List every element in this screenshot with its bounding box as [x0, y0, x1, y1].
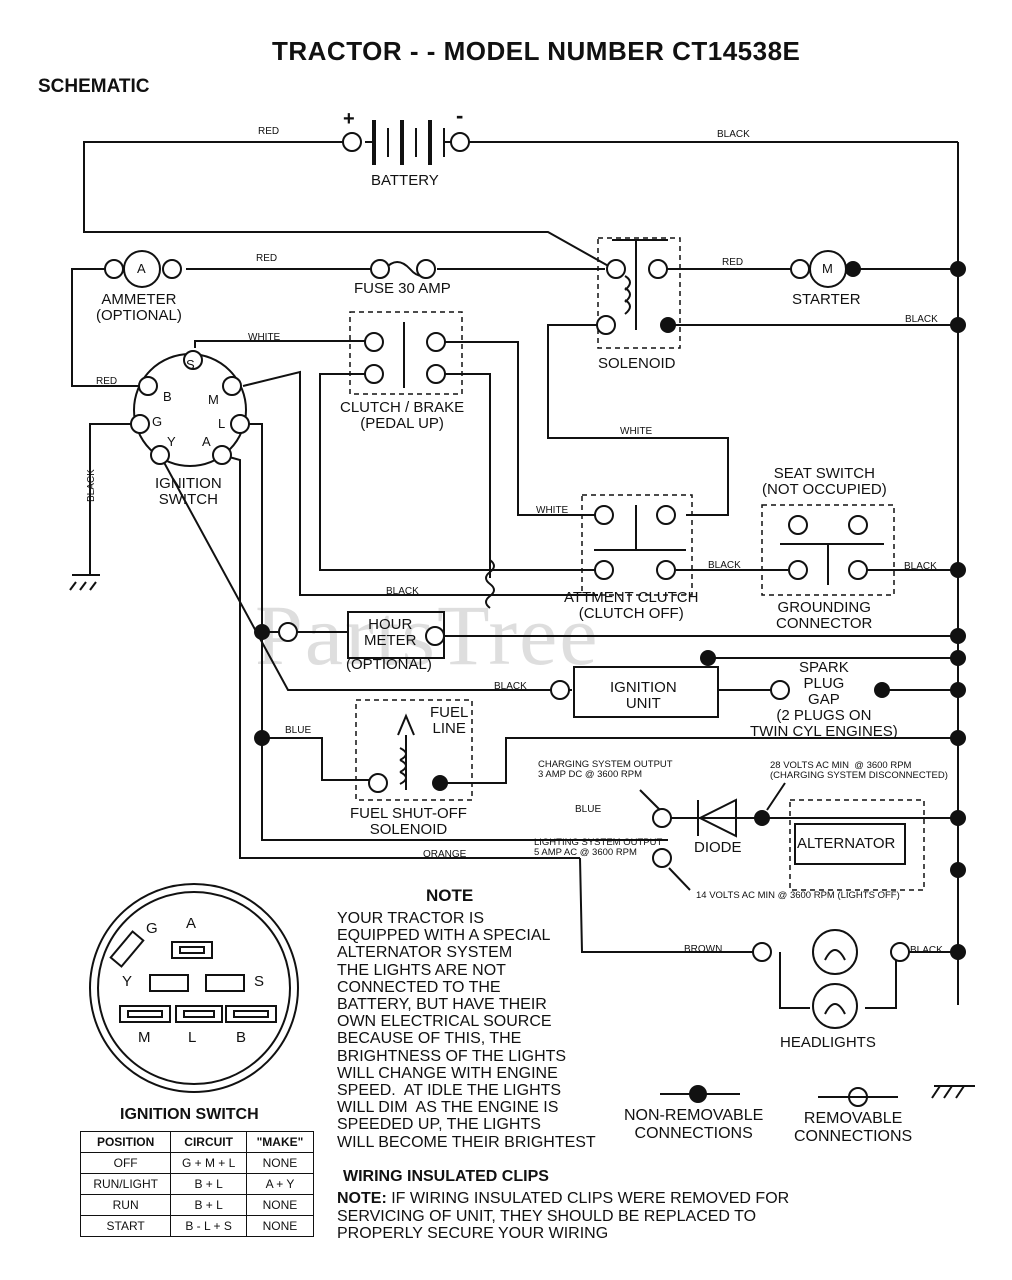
pin-m: M: [208, 392, 219, 407]
clips-note-label: NOTE:: [337, 1190, 387, 1207]
cell-circuit: B - L + S: [170, 1215, 247, 1237]
cell-position: START: [79, 1215, 172, 1237]
cell-make: NONE: [245, 1152, 315, 1174]
diode-label: DIODE: [694, 839, 742, 856]
table-row: START B - L + S NONE: [79, 1215, 315, 1237]
battery-plus: +: [343, 108, 355, 130]
pin-a: A: [202, 434, 211, 449]
note-heading: NOTE: [426, 886, 474, 905]
wire-black-gnd: BLACK: [86, 469, 97, 502]
plug-label-y: Y: [122, 973, 133, 990]
wire-brown: BROWN: [684, 944, 723, 955]
cell-make: NONE: [245, 1215, 315, 1237]
wire-white-top: WHITE: [248, 332, 281, 343]
battery-minus: -: [456, 103, 464, 128]
lighting-output-note: LIGHTING SYSTEM OUTPUT 5 AMP AC @ 3600 R…: [534, 837, 663, 858]
wire-blue-chg: BLUE: [575, 804, 602, 815]
cell-position: OFF: [79, 1152, 172, 1174]
battery-label: BATTERY: [371, 172, 439, 189]
cell-make: NONE: [245, 1194, 315, 1216]
wire-black-low: BLACK: [386, 586, 419, 597]
header-circuit: CIRCUIT: [170, 1131, 247, 1153]
header-position: POSITION: [79, 1131, 172, 1153]
pin-y: Y: [167, 434, 176, 449]
charging-output-note: CHARGING SYSTEM OUTPUT 3 AMP DC @ 3600 R…: [538, 759, 673, 780]
ignition-switch-label: IGNITION SWITCH: [155, 475, 222, 508]
volts-28-note: 28 VOLTS AC MIN @ 3600 RPM (CHARGING SYS…: [770, 760, 948, 781]
table-row: RUN/LIGHT B + L A + Y: [79, 1173, 315, 1195]
headlights-label: HEADLIGHTS: [780, 1034, 876, 1051]
plug-label-b: B: [236, 1029, 247, 1046]
wire-red-mid: RED: [256, 253, 278, 264]
fuel-solenoid-label: FUEL SHUT-OFF SOLENOID: [350, 805, 467, 838]
solenoid-label: SOLENOID: [598, 355, 676, 372]
hour-meter-label: HOUR METER: [364, 616, 417, 649]
wire-black-ign: BLACK: [494, 681, 527, 692]
wire-red-top: RED: [258, 126, 280, 137]
table-row: OFF G + M + L NONE: [79, 1152, 315, 1174]
wire-black-seat: BLACK: [904, 561, 937, 572]
hour-meter-optional: (OPTIONAL): [346, 656, 432, 673]
plug-label-m: M: [138, 1029, 151, 1046]
cell-position: RUN: [79, 1194, 172, 1216]
wire-black-top: BLACK: [717, 129, 750, 140]
ammeter-label: AMMETER (OPTIONAL): [96, 291, 182, 324]
seat-switch-label: SEAT SWITCH (NOT OCCUPIED): [762, 465, 887, 498]
plug-label-a: A: [186, 915, 197, 932]
pin-b: B: [163, 389, 172, 404]
ammeter-symbol: A: [137, 261, 146, 276]
wire-red-sol: RED: [722, 257, 744, 268]
starter-label: STARTER: [792, 291, 861, 308]
header-make: "MAKE": [245, 1131, 315, 1153]
spark-plug-label: SPARK PLUG GAP (2 PLUGS ON TWIN CYL ENGI…: [750, 659, 898, 740]
wire-black-att: BLACK: [708, 560, 741, 571]
plug-label-g: G: [146, 920, 158, 937]
ignition-unit-label: IGNITION UNIT: [610, 679, 677, 712]
cell-circuit: B + L: [170, 1173, 247, 1195]
note-body: YOUR TRACTOR IS EQUIPPED WITH A SPECIAL …: [337, 910, 596, 1151]
fuse-label: FUSE 30 AMP: [354, 280, 451, 297]
cell-position: RUN/LIGHT: [79, 1173, 172, 1195]
cell-make: A + Y: [245, 1173, 315, 1195]
starter-symbol: M: [822, 261, 833, 276]
table-row: RUN B + L NONE: [79, 1194, 315, 1216]
fuel-line-label: FUEL LINE: [430, 704, 469, 737]
table-header-row: POSITION CIRCUIT "MAKE": [79, 1131, 315, 1153]
wire-blue-fuel: BLUE: [285, 725, 312, 736]
legend-non-removable: NON-REMOVABLE CONNECTIONS: [624, 1107, 764, 1142]
page-title: TRACTOR - - MODEL NUMBER CT14538E: [272, 36, 801, 66]
clutch-brake-label: CLUTCH / BRAKE (PEDAL UP): [340, 399, 465, 432]
wire-black-sol: BLACK: [905, 314, 938, 325]
cell-circuit: B + L: [170, 1194, 247, 1216]
schematic-heading: SCHEMATIC: [38, 76, 150, 97]
wire-orange: ORANGE: [423, 849, 467, 860]
cell-circuit: G + M + L: [170, 1152, 247, 1174]
ignition-table-caption: IGNITION SWITCH: [120, 1106, 259, 1123]
plug-label-s: S: [254, 973, 265, 990]
clips-note-text: IF WIRING INSULATED CLIPS WERE REMOVED F…: [337, 1190, 790, 1242]
wire-red-sw: RED: [96, 376, 118, 387]
legend-removable: REMOVABLE CONNECTIONS: [794, 1110, 913, 1145]
wire-black-head: BLACK: [910, 945, 943, 956]
pin-s: S: [186, 357, 195, 372]
attachment-clutch-label: ATTMENT CLUTCH (CLUTCH OFF): [564, 589, 699, 622]
volts-14-note: 14 VOLTS AC MIN @ 3600 RPM (LIGHTS OFF): [696, 890, 900, 901]
ignition-switch-table: POSITION CIRCUIT "MAKE" OFF G + M + L NO…: [79, 1131, 315, 1237]
plug-label-l: L: [188, 1029, 197, 1046]
wire-white-clutch: WHITE: [536, 505, 569, 516]
alternator-label: ALTERNATOR: [797, 835, 896, 852]
wire-white-mid: WHITE: [620, 426, 653, 437]
grounding-connector-label: GROUNDING CONNECTOR: [776, 599, 873, 632]
pin-l: L: [218, 416, 226, 431]
pin-g: G: [152, 414, 163, 429]
clips-heading: WIRING INSULATED CLIPS: [343, 1168, 549, 1185]
